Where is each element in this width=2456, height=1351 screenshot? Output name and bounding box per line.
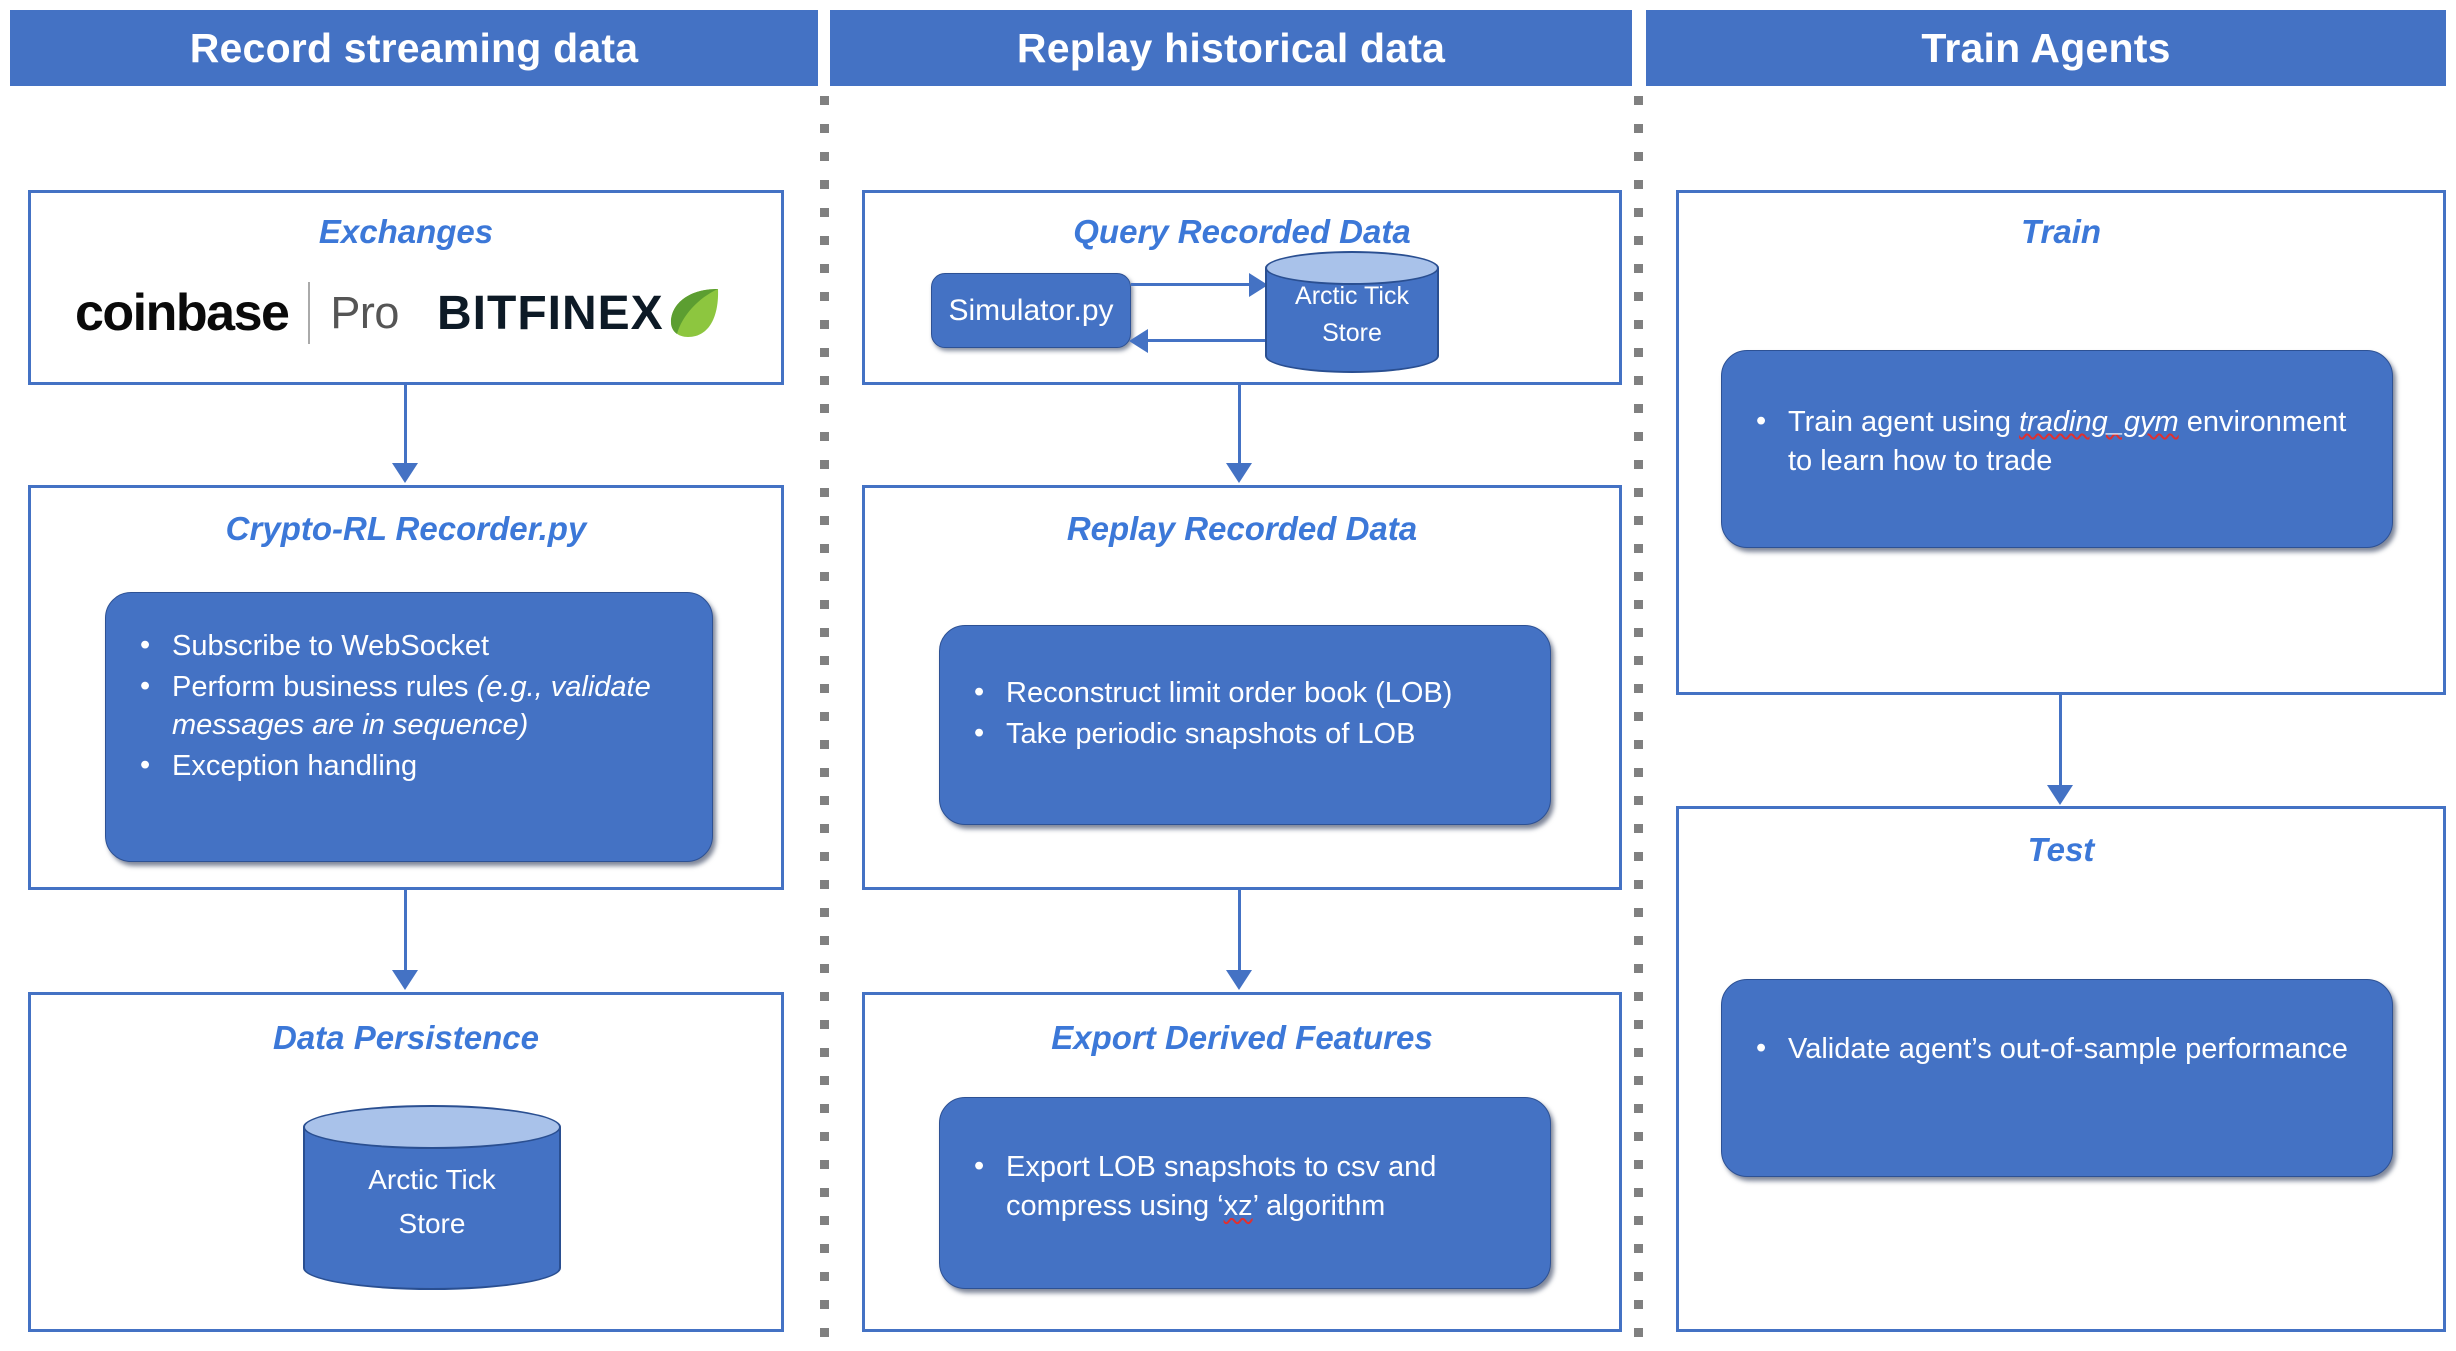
simulator-node-label: Simulator.py bbox=[948, 293, 1114, 327]
train-bullets-card: Train agent using trading_gym environmen… bbox=[1721, 350, 2393, 548]
arrow-line-sim-to-store bbox=[1131, 283, 1253, 286]
simulator-node: Simulator.py bbox=[931, 273, 1131, 348]
leaf-icon bbox=[670, 289, 718, 337]
column-header-record: Record streaming data bbox=[10, 10, 818, 86]
stage-export-title: Export Derived Features bbox=[1051, 1019, 1433, 1056]
list-item: Reconstruct limit order book (LOB) bbox=[960, 673, 1530, 713]
bitfinex-logo: BITFINEX bbox=[437, 265, 724, 361]
coinbase-logo-text: coinbase bbox=[75, 284, 290, 342]
logo-divider bbox=[308, 282, 311, 344]
stage-recorder-title: Crypto-RL Recorder.py bbox=[225, 510, 587, 547]
stage-recorder: Crypto-RL Recorder.py Subscribe to WebSo… bbox=[28, 485, 784, 890]
stage-exchanges-title: Exchanges bbox=[318, 213, 494, 250]
arrow-line-replay-to-export bbox=[1238, 890, 1241, 970]
stage-train-title: Train bbox=[2020, 213, 2102, 250]
cylinder-label: Arctic Tick Store bbox=[303, 1131, 561, 1272]
stage-replay-title: Replay Recorded Data bbox=[1066, 510, 1418, 547]
stage-query: Query Recorded Data Simulator.py Arctic … bbox=[862, 190, 1622, 385]
cylinder-top bbox=[303, 1105, 561, 1149]
list-item: Perform business rules (e.g., validate m… bbox=[126, 667, 692, 745]
cylinder-body bbox=[303, 1127, 561, 1268]
stage-query-title: Query Recorded Data bbox=[1073, 213, 1411, 250]
arrow-head-recorder-to-persistence bbox=[392, 970, 418, 990]
list-item: Take periodic snapshots of LOB bbox=[960, 714, 1530, 754]
column-divider-1 bbox=[820, 96, 829, 1344]
stage-test: Test Validate agent’s out-of-sample perf… bbox=[1676, 806, 2446, 1332]
arrow-line-recorder-to-persistence bbox=[404, 890, 407, 970]
column-header-replay: Replay historical data bbox=[830, 10, 1632, 86]
arrow-head-train-to-test bbox=[2047, 785, 2073, 805]
column-header-replay-label: Replay historical data bbox=[1016, 24, 1446, 71]
cylinder-label-line1: Arctic Tick bbox=[368, 1164, 496, 1196]
arctic-tick-store-cylinder-query: Arctic Tick Store bbox=[1265, 251, 1439, 373]
arrow-line-query-to-replay bbox=[1238, 385, 1241, 463]
replay-bullets-card: Reconstruct limit order book (LOB) Take … bbox=[939, 625, 1551, 825]
cylinder-label-line2: Store bbox=[398, 1207, 466, 1239]
bitfinex-logo-text: BITFINEX bbox=[437, 286, 664, 340]
recorder-bullets-card: Subscribe to WebSocket Perform business … bbox=[105, 592, 713, 862]
column-header-record-label: Record streaming data bbox=[189, 24, 639, 71]
export-bullets-card: Export LOB snapshots to csv and compress… bbox=[939, 1097, 1551, 1289]
exchange-logo-group: coinbase Pro BITFINEX bbox=[31, 265, 781, 361]
spellcheck-word-trading-gym: trading_gym bbox=[2019, 406, 2179, 438]
cylinder-label-line2: Store bbox=[1322, 319, 1382, 347]
cylinder-top bbox=[1265, 251, 1439, 285]
stage-test-title: Test bbox=[2027, 831, 2095, 868]
column-header-train-label: Train Agents bbox=[1921, 24, 2171, 71]
arrow-head-sim-to-store bbox=[1249, 273, 1268, 297]
stage-replay: Replay Recorded Data Reconstruct limit o… bbox=[862, 485, 1622, 890]
stage-exchanges: Exchanges coinbase Pro BITFINEX bbox=[28, 190, 784, 385]
list-item: Subscribe to WebSocket bbox=[126, 626, 692, 666]
arrow-line-train-to-test bbox=[2059, 695, 2062, 785]
arrow-line-exchanges-to-recorder bbox=[404, 385, 407, 463]
coinbase-pro-suffix: Pro bbox=[330, 287, 399, 338]
arrow-head-query-to-replay bbox=[1226, 463, 1252, 483]
stage-persistence-title: Data Persistence bbox=[273, 1019, 539, 1056]
cylinder-label: Arctic Tick Store bbox=[1265, 269, 1439, 361]
stage-persistence: Data Persistence Arctic Tick Store bbox=[28, 992, 784, 1332]
arrow-head-store-to-sim bbox=[1129, 329, 1148, 353]
column-divider-2 bbox=[1634, 96, 1643, 1344]
arctic-tick-store-cylinder: Arctic Tick Store bbox=[303, 1105, 561, 1290]
list-item: Train agent using trading_gym environmen… bbox=[1742, 402, 2364, 480]
list-item: Export LOB snapshots to csv and compress… bbox=[960, 1147, 1514, 1225]
list-item: Exception handling bbox=[126, 746, 692, 786]
test-bullets-card: Validate agent’s out-of-sample performan… bbox=[1721, 979, 2393, 1177]
arrow-head-exchanges-to-recorder bbox=[392, 463, 418, 483]
stage-export: Export Derived Features Export LOB snaps… bbox=[862, 992, 1622, 1332]
cylinder-label-line1: Arctic Tick bbox=[1295, 281, 1409, 310]
arrow-head-replay-to-export bbox=[1226, 970, 1252, 990]
spellcheck-word-xz: xz bbox=[1223, 1189, 1253, 1222]
column-header-train: Train Agents bbox=[1646, 10, 2446, 86]
list-item: Validate agent’s out-of-sample performan… bbox=[1742, 1029, 2364, 1069]
coinbase-pro-logo: coinbase Pro bbox=[75, 265, 399, 361]
arrow-line-store-to-sim bbox=[1147, 339, 1269, 342]
stage-train: Train Train agent using trading_gym envi… bbox=[1676, 190, 2446, 695]
